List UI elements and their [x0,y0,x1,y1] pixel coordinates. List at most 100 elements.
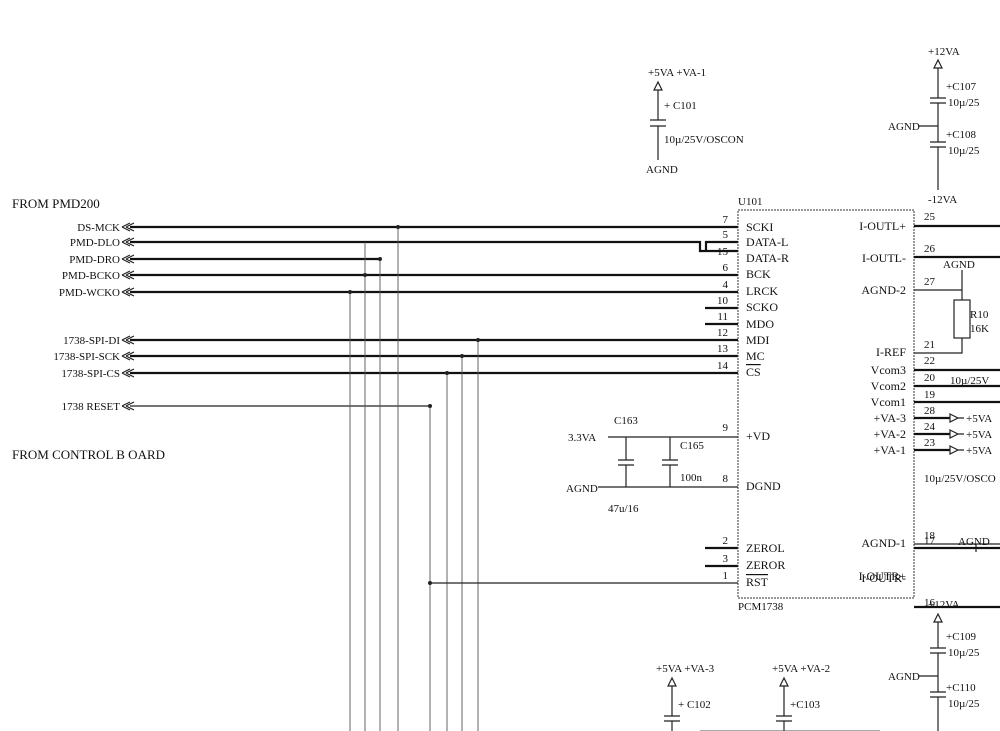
signal-label: PMD-DLO [70,237,120,249]
svg-text:+5VA +VA-2: +5VA +VA-2 [772,663,830,675]
svg-text:+VA-2: +VA-2 [873,427,906,441]
svg-text:Vcom2: Vcom2 [871,379,906,393]
svg-text:9: 9 [723,422,729,434]
ic-right-pins: I-OUTL+ 25 I-OUTL- 26 AGND-2 27 I-REF 21… [859,211,936,609]
svg-text:+VA-1: +VA-1 [873,443,906,457]
svg-text:4: 4 [723,279,729,291]
agnd1-label: AGND [958,536,990,548]
svg-text:CS: CS [746,365,761,379]
svg-text:AGND: AGND [888,121,920,133]
svg-text:100n: 100n [680,472,703,484]
svg-text:47u/16: 47u/16 [608,503,639,515]
svg-text:+C103: +C103 [790,699,821,711]
c109-c110-group: +12VA +C109 10µ/25 AGND +C110 10µ/25 [888,599,980,731]
svg-text:3: 3 [723,553,729,565]
svg-text:+VD: +VD [746,429,770,443]
svg-text:+C107: +C107 [946,81,977,93]
svg-text:+VA-3: +VA-3 [873,411,906,425]
svg-text:AGND-1: AGND-1 [861,536,906,550]
signal-label: 1738-SPI-CS [61,368,120,380]
svg-text:22: 22 [924,355,935,367]
svg-text:2: 2 [723,535,729,547]
svg-text:10µ/25: 10µ/25 [948,97,980,109]
signal-label: 1738-SPI-DI [63,335,120,347]
svg-text:SCKI: SCKI [746,220,773,234]
svg-text:+12VA: +12VA [928,599,960,611]
svg-text:+ C102: + C102 [678,699,711,711]
svg-text:17: 17 [924,535,936,547]
ic-ref: U101 [738,196,762,208]
svg-text:ZEROL: ZEROL [746,541,785,555]
svg-text:DATA-R: DATA-R [746,251,789,265]
ic-part: PCM1738 [738,601,784,613]
svg-text:6: 6 [723,262,729,274]
vcom-cap-label: 10µ/25V [950,375,989,387]
c101-group: +5VA +VA-1 + C101 10µ/25V/OSCON AGND [646,67,744,176]
ic-right-wires [914,224,1000,609]
svg-text:10µ/25: 10µ/25 [948,698,980,710]
svg-text:DGND: DGND [746,479,781,493]
svg-text:20: 20 [924,372,936,384]
svg-text:-12VA: -12VA [928,194,957,206]
svg-text:I-OUTL-: I-OUTL- [862,251,906,265]
svg-text:AGND: AGND [888,671,920,683]
port-arrows [121,222,135,411]
svg-text:SCKO: SCKO [746,300,778,314]
svg-text:+5VA +VA-1: +5VA +VA-1 [648,67,706,79]
svg-text:10: 10 [717,295,729,307]
svg-text:5: 5 [723,229,729,241]
svg-text:Vcom1: Vcom1 [871,395,906,409]
svg-text:28: 28 [924,405,936,417]
signal-wires [130,225,738,731]
signal-label: 1738 RESET [62,401,121,413]
header-from-control-board: FROM CONTROL B OARD [12,447,165,462]
svg-text:18: 18 [924,530,936,542]
header-from-pmd200: FROM PMD200 [12,196,100,211]
va1-rail: +5VA [966,445,992,457]
svg-text:AGND-2: AGND-2 [861,283,906,297]
svg-text:ZEROR: ZEROR [746,558,785,572]
svg-text:I-OUTR+: I-OUTR+ [859,569,907,583]
signal-label: PMD-DRO [69,254,120,266]
signal-label: PMD-WCKO [59,287,120,299]
ic-left-pins: 7 SCKI 5 DATA-L 15 DATA-R 6 BCK 4 LRCK 1… [717,214,789,589]
c163-c165-group: C163 3.3VA C165 100n AGND 47u/16 [566,415,738,515]
svg-text:AGND: AGND [646,164,678,176]
svg-text:16: 16 [924,597,936,609]
svg-text:27: 27 [924,276,936,288]
svg-text:Vcom3: Vcom3 [871,363,906,377]
svg-text:3.3VA: 3.3VA [568,432,596,444]
svg-text:AGND: AGND [566,483,598,495]
svg-text:MDO: MDO [746,317,774,331]
va3-rail: +5VA [966,413,992,425]
svg-text:C165: C165 [680,440,704,452]
r10-val: 16K [970,323,989,335]
va-arrow-icons [949,413,964,455]
svg-text:12: 12 [717,327,728,339]
svg-text:10µ/25: 10µ/25 [948,647,980,659]
r10-ref: R10 [970,309,989,321]
svg-text:C163: C163 [614,415,638,427]
svg-text:1: 1 [723,570,729,582]
svg-text:I-REF: I-REF [876,345,906,359]
svg-text:+ C101: + C101 [664,100,697,112]
svg-text:+C108: +C108 [946,129,977,141]
agnd-label: AGND [943,259,975,271]
svg-text:LRCK: LRCK [746,284,778,298]
svg-text:+12VA: +12VA [928,46,960,58]
signal-label: 1738-SPI-SCK [53,351,120,363]
c107-c108-group: +12VA +C107 10µ/25 AGND +C108 10µ/25 -12… [888,46,980,206]
svg-text:RST: RST [746,575,769,589]
svg-text:21: 21 [924,339,935,351]
svg-text:23: 23 [924,437,936,449]
svg-text:10µ/25: 10µ/25 [948,145,980,157]
signal-label: PMD-BCKO [62,270,120,282]
svg-text:DATA-L: DATA-L [746,235,788,249]
svg-text:13: 13 [717,343,729,355]
svg-text:14: 14 [717,360,729,372]
svg-text:+C109: +C109 [946,631,977,643]
svg-text:BCK: BCK [746,267,771,281]
svg-text:15: 15 [717,246,729,258]
